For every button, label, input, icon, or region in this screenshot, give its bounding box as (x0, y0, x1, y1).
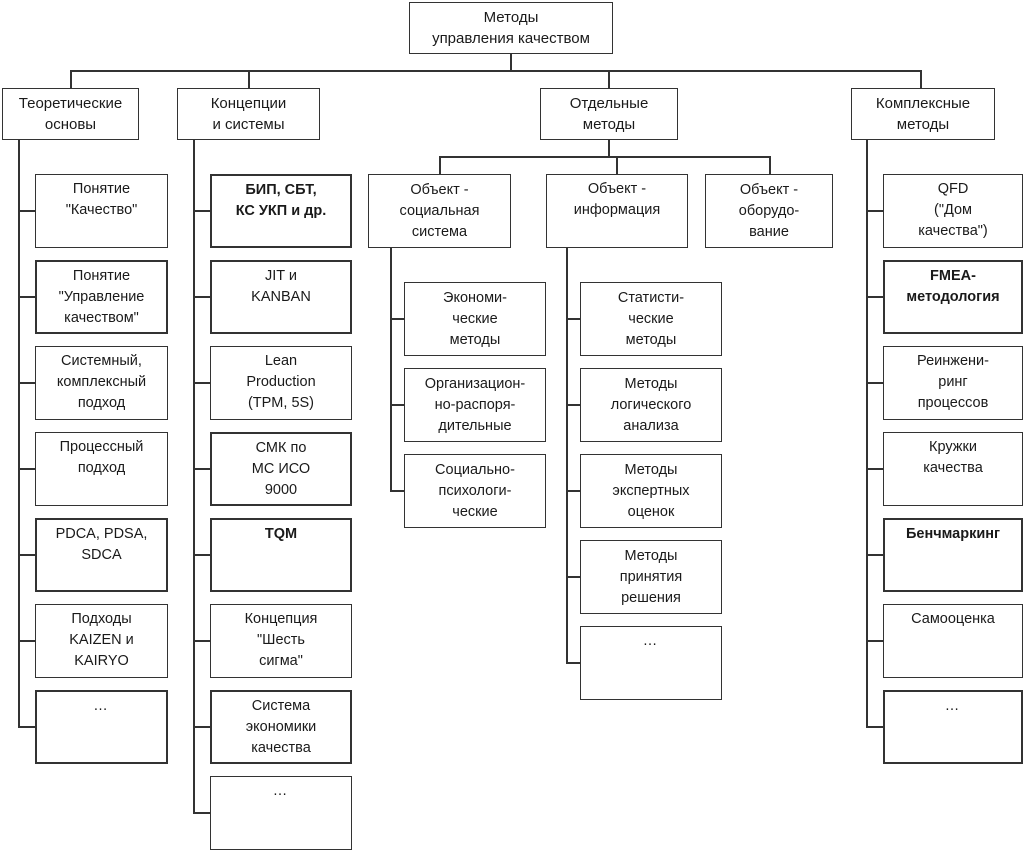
connector-concepts-branch (193, 382, 210, 384)
connector-complex-branch (866, 210, 883, 212)
connector-theory-branch (18, 468, 35, 470)
social-item-economic: Экономи- ческие методы (404, 282, 546, 356)
connector-info-branch (566, 404, 580, 406)
complex-item-quality-circles: Кружки качества (883, 432, 1023, 506)
subgroup-social-system: Объект - социальная система (368, 174, 511, 248)
complex-item-self-assessment: Самооценка (883, 604, 1023, 678)
connector-complex-spine (866, 140, 868, 728)
social-item-socio-psychological: Социально- психологи- ческие (404, 454, 546, 528)
info-item-logical-analysis: Методы логического анализа (580, 368, 722, 442)
subgroup-information: Объект - информация (546, 174, 688, 248)
connector-theory-spine (18, 140, 20, 728)
connector-concepts-spine (193, 140, 195, 814)
theory-item-kaizen-kairyo: Подходы KAIZEN и KAIRYO (35, 604, 168, 678)
connector-complex-branch (866, 726, 883, 728)
concept-item-qms-iso: СМК по МС ИСО 9000 (210, 432, 352, 506)
connector-social-drop (439, 156, 441, 174)
group-concepts-systems: Концепции и системы (177, 88, 320, 140)
connector-complex-drop (920, 70, 922, 88)
info-item-decision-making: Методы принятия решения (580, 540, 722, 614)
connector-concepts-branch (193, 640, 210, 642)
concept-item-six-sigma: Концепция "Шесть сигма" (210, 604, 352, 678)
connector-concepts-branch (193, 554, 210, 556)
connector-social-spine (390, 248, 392, 490)
connector-complex-branch (866, 296, 883, 298)
complex-item-benchmarking: Бенчмаркинг (883, 518, 1023, 592)
info-item-expert-assessment: Методы экспертных оценок (580, 454, 722, 528)
connector-info-branch (566, 490, 580, 492)
root-node: Методы управления качеством (409, 2, 613, 54)
connector-theory-branch (18, 382, 35, 384)
connector-methods-drop (608, 70, 610, 88)
group-individual-methods: Отдельные методы (540, 88, 678, 140)
subgroup-equipment: Объект - оборудо- вание (705, 174, 833, 248)
connector-theory-branch (18, 554, 35, 556)
complex-item-fmea: FMEA- методология (883, 260, 1023, 334)
connector-complex-branch (866, 640, 883, 642)
theory-item-system-approach: Системный, комплексный подход (35, 346, 168, 420)
complex-item-qfd: QFD ("Дом качества") (883, 174, 1023, 248)
connector-complex-branch (866, 468, 883, 470)
connector-concepts-branch (193, 726, 210, 728)
concept-item-quality-economics: Система экономики качества (210, 690, 352, 764)
connector-equipment-drop (769, 156, 771, 174)
connector-social-branch (390, 318, 404, 320)
info-item-statistical: Статисти- ческие методы (580, 282, 722, 356)
connector-social-branch (390, 490, 404, 492)
connector-root-down (510, 54, 512, 72)
concept-item-tqm: TQM (210, 518, 352, 592)
connector-info-drop (616, 156, 618, 174)
complex-item-reengineering: Реинжени- ринг процессов (883, 346, 1023, 420)
connector-concepts-branch (193, 468, 210, 470)
connector-theory-branch (18, 726, 35, 728)
connector-info-branch (566, 576, 580, 578)
connector-social-branch (390, 404, 404, 406)
connector-concepts-branch (193, 812, 210, 814)
connector-theory-branch (18, 296, 35, 298)
theory-item-quality-concept: Понятие "Качество" (35, 174, 168, 248)
connector-concepts-drop (248, 70, 250, 88)
theory-item-more: … (35, 690, 168, 764)
complex-item-more: … (883, 690, 1023, 764)
connector-methods-down (608, 140, 610, 158)
connector-concepts-branch (193, 296, 210, 298)
social-item-organizational: Организацион- но-распоря- дительные (404, 368, 546, 442)
concept-item-jit-kanban: JIT и KANBAN (210, 260, 352, 334)
connector-theory-branch (18, 640, 35, 642)
connector-theory-drop (70, 70, 72, 88)
connector-level1-bus (70, 70, 922, 72)
connector-info-branch (566, 318, 580, 320)
connector-complex-branch (866, 382, 883, 384)
concept-item-more: … (210, 776, 352, 850)
group-theoretical-basis: Теоретические основы (2, 88, 139, 140)
group-complex-methods: Комплексные методы (851, 88, 995, 140)
concept-item-bip: БИП, СБТ, КС УКП и др. (210, 174, 352, 248)
connector-complex-branch (866, 554, 883, 556)
theory-item-pdca: PDCA, PDSA, SDCA (35, 518, 168, 592)
theory-item-process-approach: Процессный подход (35, 432, 168, 506)
connector-info-branch (566, 662, 580, 664)
theory-item-quality-management-concept: Понятие "Управление качеством" (35, 260, 168, 334)
connector-methods-bus (439, 156, 771, 158)
info-item-more: … (580, 626, 722, 700)
connector-concepts-branch (193, 210, 210, 212)
concept-item-lean-production: Lean Production (TPM, 5S) (210, 346, 352, 420)
connector-theory-branch (18, 210, 35, 212)
connector-info-spine (566, 248, 568, 664)
